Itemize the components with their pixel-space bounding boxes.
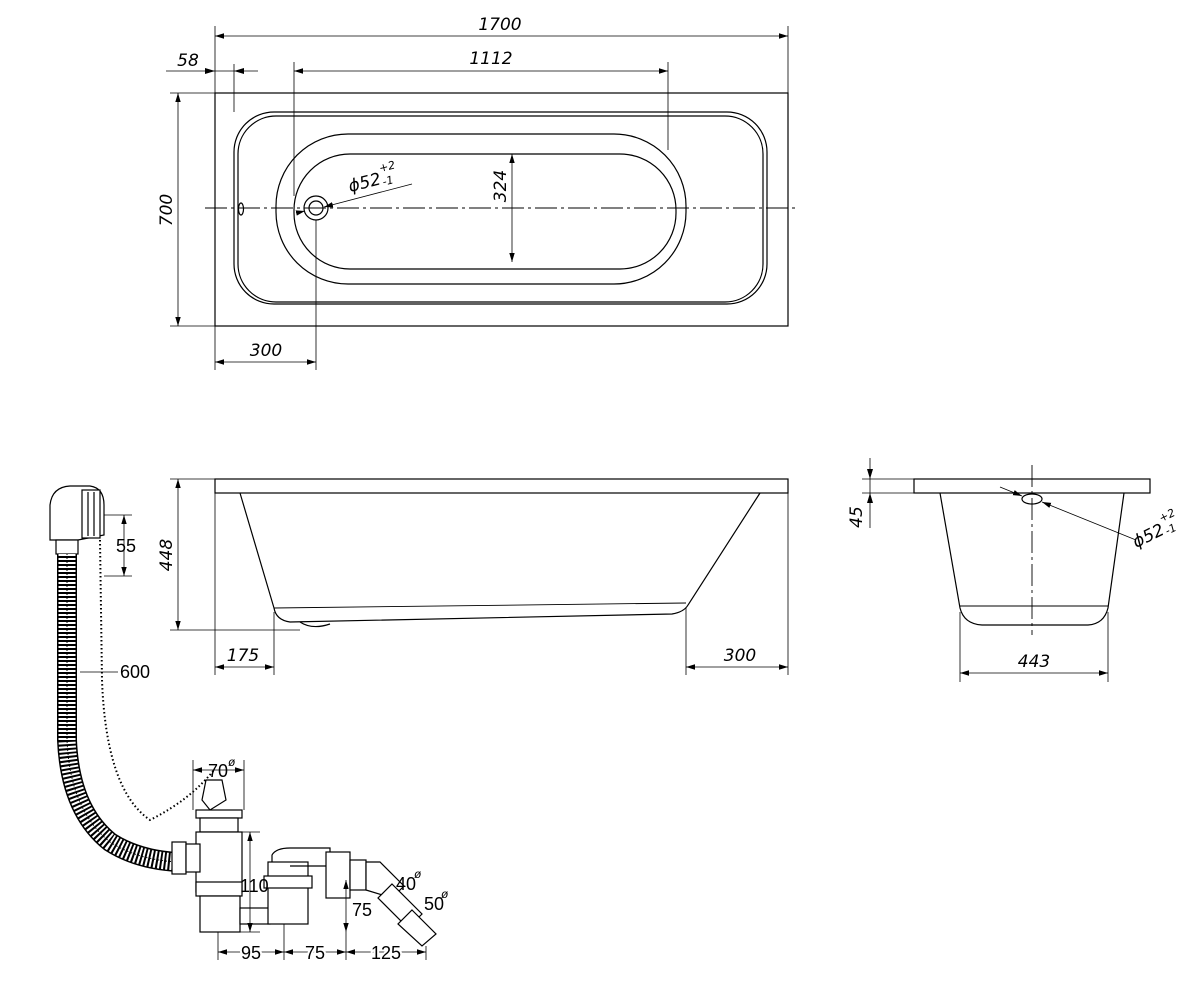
label-drain-tol-lower-top: -1 bbox=[381, 173, 395, 188]
label-125: 125 bbox=[371, 943, 401, 963]
label-50-symbol: ø bbox=[441, 887, 449, 901]
label-50: 50 bbox=[424, 894, 444, 914]
label-1112: 1112 bbox=[469, 49, 512, 69]
label-45: 45 bbox=[847, 506, 867, 528]
side-view bbox=[170, 478, 789, 675]
label-443: 443 bbox=[1018, 652, 1050, 672]
side-foot bbox=[299, 621, 331, 628]
label-70: 70 bbox=[208, 761, 228, 781]
label-58: 58 bbox=[177, 51, 199, 71]
top-view bbox=[166, 26, 798, 370]
label-95: 95 bbox=[241, 943, 261, 963]
end-body bbox=[939, 492, 1125, 626]
end-view-labels: 45 443 ϕ52 +2 -1 bbox=[847, 506, 1179, 672]
siphon-assembly bbox=[49, 485, 437, 960]
label-700: 700 bbox=[157, 194, 177, 226]
drain-leader-top bbox=[323, 183, 413, 208]
label-448: 448 bbox=[157, 539, 177, 572]
end-view bbox=[862, 458, 1151, 682]
label-1700: 1700 bbox=[478, 15, 521, 35]
plug-chain bbox=[99, 539, 215, 822]
trap-body bbox=[267, 861, 309, 925]
siphon-labels: 55 600 70 ø 110 75 40 ø 50 ø 95 75 125 bbox=[116, 536, 449, 965]
label-110: 110 bbox=[240, 876, 269, 896]
label-324: 324 bbox=[491, 170, 511, 202]
label-drain-tol-lower-end: -1 bbox=[1163, 521, 1179, 537]
overflow-hose bbox=[57, 554, 179, 872]
label-175: 175 bbox=[227, 646, 259, 666]
tub-rim-inner-2 bbox=[237, 115, 764, 303]
drain-plug bbox=[201, 779, 227, 811]
overflow-hole-top bbox=[237, 202, 245, 216]
label-drain-tol-upper-end: +2 bbox=[1157, 506, 1177, 525]
tub-outline-top bbox=[214, 92, 789, 327]
drain-leader-end bbox=[999, 486, 1023, 497]
tub-bottom bbox=[293, 153, 677, 270]
label-70-symbol: ø bbox=[228, 755, 236, 769]
label-75-horizontal: 75 bbox=[305, 943, 325, 963]
label-drain-tol-upper-top: +2 bbox=[378, 159, 397, 176]
label-600: 600 bbox=[120, 662, 150, 682]
tub-basin bbox=[275, 133, 687, 285]
top-view-labels: 1700 58 1112 700 324 300 ϕ52 +2 -1 bbox=[157, 15, 522, 361]
side-body bbox=[239, 492, 761, 623]
label-75-vertical: 75 bbox=[352, 900, 372, 920]
side-rim bbox=[214, 478, 789, 494]
label-300-top: 300 bbox=[250, 341, 282, 361]
label-40-symbol: ø bbox=[414, 867, 422, 881]
label-40: 40 bbox=[396, 874, 416, 894]
label-300-side: 300 bbox=[724, 646, 756, 666]
label-55: 55 bbox=[116, 536, 136, 556]
side-view-labels: 448 175 300 bbox=[157, 539, 756, 666]
